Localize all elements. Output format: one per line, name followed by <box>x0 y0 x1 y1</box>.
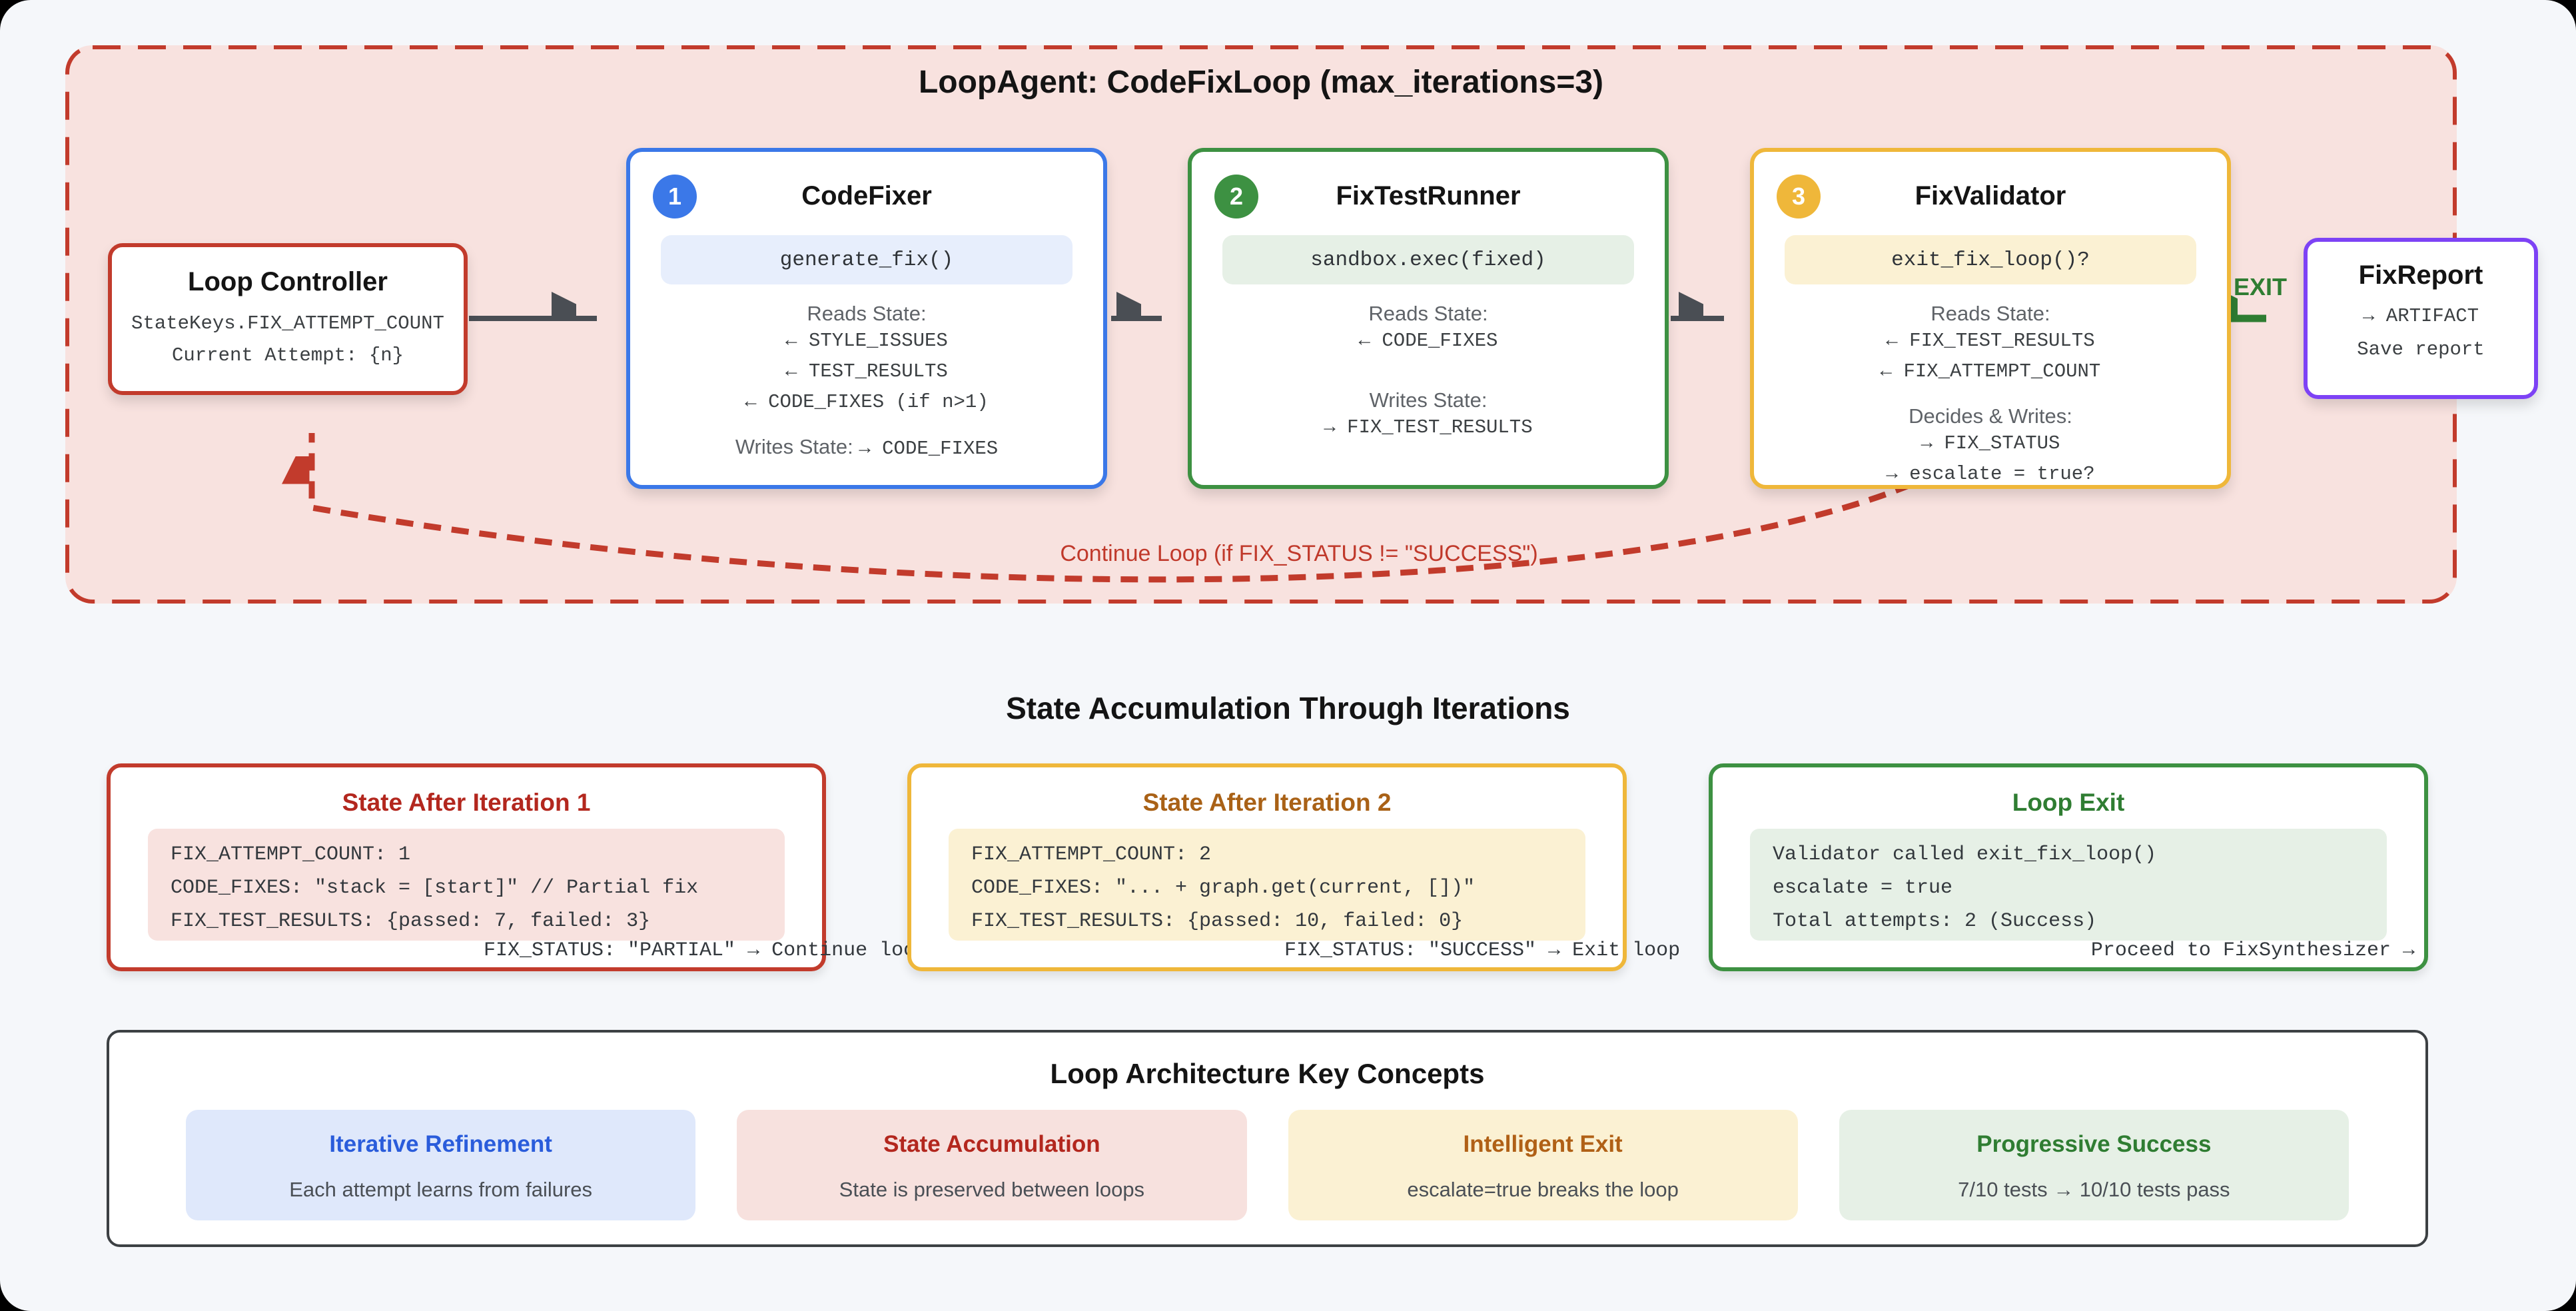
concept-iterative-refinement: Iterative Refinement Each attempt learns… <box>186 1110 696 1220</box>
state-iteration-1-title: State After Iteration 1 <box>342 789 591 816</box>
codefixer-read-item: ← STYLE_ISSUES <box>785 330 948 352</box>
fixvalidator-read-item: ← FIX_ATTEMPT_COUNT <box>1880 360 2101 382</box>
fixvalidator-write-item: → escalate = true? <box>1886 463 2095 485</box>
codefixer-writes-line: Writes State: → CODE_FIXES <box>630 435 1103 460</box>
fixvalidator-reads-label: Reads State: <box>1931 302 2050 325</box>
step-3-badge: 3 <box>1777 175 1821 218</box>
key-concepts-panel: Loop Architecture Key Concepts Iterative… <box>107 1030 2428 1247</box>
loop-controller-box: Loop Controller StateKeys.FIX_ATTEMPT_CO… <box>108 243 468 395</box>
concept-title: State Accumulation <box>883 1131 1100 1157</box>
codefixer-writes-label: Writes State: <box>735 435 853 458</box>
fixtestrunner-title: FixTestRunner <box>1336 181 1521 211</box>
state-iteration-1-box: State After Iteration 1 FIX_ATTEMPT_COUN… <box>107 763 927 971</box>
codefixer-reads-label: Reads State: <box>807 302 927 325</box>
fixtestrunner-reads-label: Reads State: <box>1368 302 1488 325</box>
loop-exit-title: Loop Exit <box>2012 789 2125 816</box>
state-iteration-2-code: FIX_ATTEMPT_COUNT: 2 CODE_FIXES: "... + … <box>949 829 1585 941</box>
fixvalidator-write-item: → FIX_STATUS <box>1921 432 2060 454</box>
concept-desc: 7/10 tests → 10/10 tests pass <box>1958 1178 2230 1201</box>
concept-desc: escalate=true breaks the loop <box>1407 1178 1679 1201</box>
concept-state-accumulation: State Accumulation State is preserved be… <box>737 1110 1247 1220</box>
fixvalidator-read-item: ← FIX_TEST_RESULTS <box>1886 330 2095 352</box>
continue-loop-label: Continue Loop (if FIX_STATUS != "SUCCESS… <box>1060 541 1538 566</box>
state-iteration-2-box: State After Iteration 2 FIX_ATTEMPT_COUN… <box>907 763 1680 971</box>
fixvalidator-box: 3 FixValidator exit_fix_loop()? Reads St… <box>1750 148 2231 489</box>
key-concepts-row: Iterative Refinement Each attempt learns… <box>186 1110 2349 1220</box>
fixreport-save-line: Save report <box>2357 338 2485 360</box>
fixvalidator-title: FixValidator <box>1915 181 2066 211</box>
loop-controller-title: Loop Controller <box>188 267 388 296</box>
loop-exit-box: Loop Exit Validator called exit_fix_loop… <box>1709 763 2428 971</box>
fixtestrunner-read-item: ← CODE_FIXES <box>1358 330 1498 352</box>
step-1-badge: 1 <box>653 175 697 218</box>
state-section-title: State Accumulation Through Iterations <box>1006 691 1570 725</box>
codefixer-read-item: ← CODE_FIXES (if n>1) <box>745 391 989 413</box>
codefixer-title: CodeFixer <box>801 181 932 211</box>
fixtestrunner-box: 2 FixTestRunner sandbox.exec(fixed) Read… <box>1188 148 1669 489</box>
fixtestrunner-function-pill: sandbox.exec(fixed) <box>1222 235 1634 284</box>
fixreport-artifact-line: → ARTIFACT <box>2362 305 2479 327</box>
codefixer-write-item: → CODE_FIXES <box>859 438 999 460</box>
controller-current-attempt: Current Attempt: {n} <box>171 344 404 366</box>
concept-title: Iterative Refinement <box>329 1131 552 1157</box>
state-iteration-1-code: FIX_ATTEMPT_COUNT: 1 CODE_FIXES: "stack … <box>148 829 785 941</box>
loop-exit-code: Validator called exit_fix_loop() escalat… <box>1750 829 2387 941</box>
fixvalidator-function-pill: exit_fix_loop()? <box>1785 235 2196 284</box>
concept-intelligent-exit: Intelligent Exit escalate=true breaks th… <box>1288 1110 1798 1220</box>
concept-desc: Each attempt learns from failures <box>289 1178 593 1201</box>
codefixer-read-item: ← TEST_RESULTS <box>785 360 948 382</box>
state-iteration-1-status-line: FIX_STATUS: "PARTIAL" → Continue loop <box>484 939 928 962</box>
state-iteration-2-title: State After Iteration 2 <box>1142 789 1392 816</box>
fixvalidator-writes-label: Decides & Writes: <box>1909 404 2072 428</box>
exit-label: EXIT <box>2233 273 2287 300</box>
fixreport-title: FixReport <box>2358 260 2483 290</box>
loop-exit-proceed-line: Proceed to FixSynthesizer → <box>2090 939 2415 962</box>
concept-progressive-success: Progressive Success 7/10 tests → 10/10 t… <box>1839 1110 2349 1220</box>
controller-state-key: StateKeys.FIX_ATTEMPT_COUNT <box>131 312 444 334</box>
state-iteration-2-status-line: FIX_STATUS: "SUCCESS" → Exit loop <box>1284 939 1681 962</box>
key-concepts-title: Loop Architecture Key Concepts <box>1050 1058 1485 1089</box>
loop-agent-title: LoopAgent: CodeFixLoop (max_iterations=3… <box>918 65 1604 100</box>
fixtestrunner-writes-label: Writes State: <box>1369 388 1488 412</box>
codefixer-function-pill: generate_fix() <box>661 235 1073 284</box>
codefixer-box: 1 CodeFixer generate_fix() Reads State: … <box>626 148 1107 489</box>
concept-title: Intelligent Exit <box>1463 1131 1623 1157</box>
fixtestrunner-write-item: → FIX_TEST_RESULTS <box>1324 416 1533 438</box>
concept-desc: State is preserved between loops <box>839 1178 1145 1201</box>
step-2-badge: 2 <box>1214 175 1258 218</box>
concept-title: Progressive Success <box>1976 1131 2212 1157</box>
fixreport-box: FixReport → ARTIFACT Save report <box>2304 238 2538 399</box>
